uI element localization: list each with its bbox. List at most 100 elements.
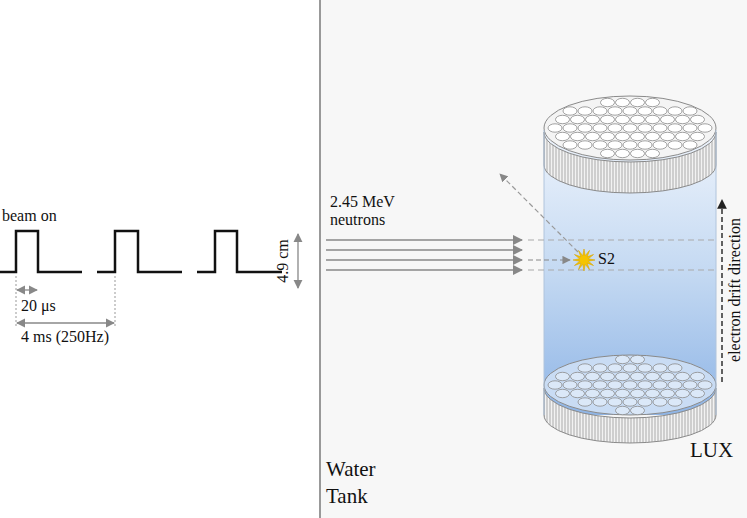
pmt (638, 124, 652, 132)
pmt (631, 132, 645, 140)
pmt (608, 364, 622, 372)
dimension-label: 4.9 cm (274, 239, 292, 283)
pmt (653, 381, 667, 389)
bottom-pmt-array (544, 355, 716, 415)
pmt (638, 381, 652, 389)
top-pmt-array (544, 96, 716, 160)
pmt (661, 389, 675, 397)
detector-wall (716, 130, 717, 415)
pmt (593, 107, 607, 115)
neutron-arrow (326, 269, 522, 271)
pmt (646, 149, 660, 157)
pmt (563, 381, 577, 389)
left-panel (0, 0, 320, 518)
pmt (691, 389, 705, 397)
beam-edge (528, 239, 716, 240)
interaction-star (573, 249, 595, 271)
pmt (616, 372, 630, 380)
dimension-line (115, 276, 116, 326)
pmt (638, 398, 652, 406)
pmt (631, 389, 645, 397)
drift-arrow (721, 200, 722, 382)
pmt (661, 115, 675, 123)
pmt (623, 124, 637, 132)
pmt (586, 115, 600, 123)
pmt (668, 124, 682, 132)
pulse-label: beam on (2, 207, 57, 225)
pmt (593, 364, 607, 372)
pmt (608, 141, 622, 149)
pmt (608, 398, 622, 406)
pmt (661, 372, 675, 380)
dimension-label: 4 ms (250Hz) (21, 328, 109, 346)
pmt (646, 115, 660, 123)
pmt (601, 149, 615, 157)
pmt (638, 141, 652, 149)
pmt (698, 381, 712, 389)
pmt (668, 107, 682, 115)
pmt (548, 124, 562, 132)
pmt (668, 364, 682, 372)
period-arrow (17, 322, 114, 323)
pmt (616, 389, 630, 397)
scatter-path (500, 174, 578, 252)
pmt (616, 406, 630, 414)
pmt (653, 107, 667, 115)
pmt (653, 124, 667, 132)
beam-height-arrow (297, 234, 298, 288)
pmt (623, 381, 637, 389)
pmt (653, 364, 667, 372)
pulse-train (0, 231, 282, 272)
pmt (616, 115, 630, 123)
pmt (608, 124, 622, 132)
pmt (601, 98, 615, 106)
pmt (631, 372, 645, 380)
pmt (578, 141, 592, 149)
width-arrow (17, 289, 37, 290)
pmt (631, 149, 645, 157)
pmt (676, 372, 690, 380)
pmt (578, 364, 592, 372)
pmt (623, 398, 637, 406)
pmt (631, 406, 645, 414)
pmt (556, 389, 570, 397)
pmt (683, 124, 697, 132)
detector-label: LUX (690, 438, 733, 462)
pmt (601, 132, 615, 140)
pmt (691, 372, 705, 380)
pmt (578, 107, 592, 115)
dimension-line (16, 276, 17, 326)
beam-label: 2.45 MeV neutrons (330, 193, 422, 230)
pmt (563, 141, 577, 149)
pmt (601, 389, 615, 397)
pmt (691, 132, 705, 140)
pmt (676, 132, 690, 140)
direction-label: electron drift direction (726, 218, 744, 362)
neutron-arrow (326, 239, 522, 241)
pmt (683, 141, 697, 149)
detector-body (544, 130, 716, 415)
pmt (593, 398, 607, 406)
pmt (616, 98, 630, 106)
pmt (578, 124, 592, 132)
pmt (608, 107, 622, 115)
pmt (661, 132, 675, 140)
pmt (563, 107, 577, 115)
pmt (638, 364, 652, 372)
pmt (623, 107, 637, 115)
region-label: Water Tank (326, 456, 406, 511)
pmt (646, 372, 660, 380)
pmt (586, 389, 600, 397)
beam-edge (528, 269, 716, 270)
detector-wall (544, 130, 545, 415)
pmt (646, 389, 660, 397)
pmt (631, 355, 645, 363)
pmt (563, 124, 577, 132)
pmt (571, 372, 585, 380)
pmt (548, 381, 562, 389)
pmt (623, 364, 637, 372)
pmt (668, 141, 682, 149)
pmt (608, 381, 622, 389)
pmt (586, 132, 600, 140)
